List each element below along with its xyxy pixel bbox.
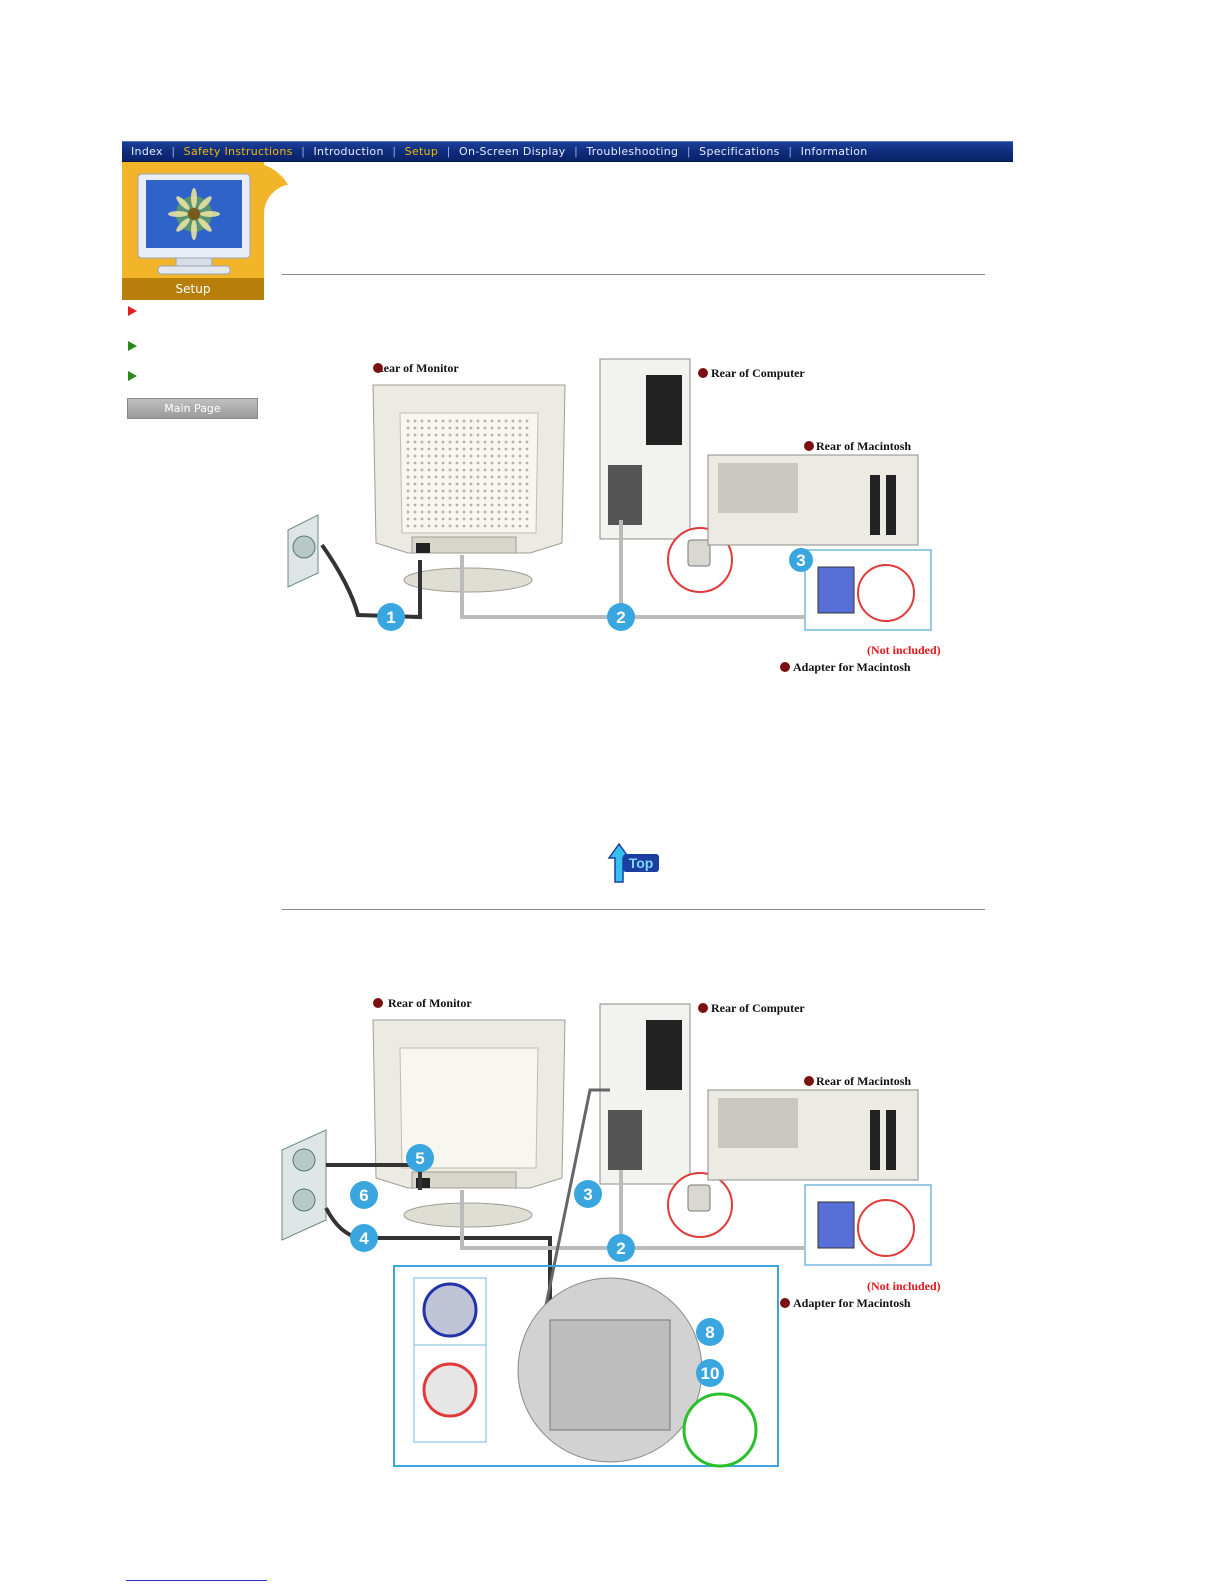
divider bbox=[282, 274, 985, 275]
nav-item-troubleshooting[interactable]: Troubleshooting bbox=[586, 145, 679, 158]
callout-5: 5 bbox=[415, 1149, 424, 1168]
nav-item-safety-instructions[interactable]: Safety Instructions bbox=[183, 145, 293, 158]
macintosh-rear-icon bbox=[707, 454, 932, 631]
nav-item-on-screen-display[interactable]: On-Screen Display bbox=[458, 145, 566, 158]
nav-item-introduction[interactable]: Introduction bbox=[313, 145, 384, 158]
label-rear-monitor: Rear of Monitor bbox=[388, 996, 472, 1010]
monitor-rear-icon bbox=[372, 1019, 566, 1228]
nav-separator: | bbox=[574, 145, 578, 158]
label-rear-monitor: Rear of Monitor bbox=[375, 361, 459, 375]
label-rear-mac: Rear of Macintosh bbox=[816, 1074, 911, 1088]
nav-separator: | bbox=[171, 145, 175, 158]
connection-diagram-1: Rear of Monitor Rear of Computer Rear of… bbox=[287, 358, 941, 674]
arrow-right-icon bbox=[128, 341, 137, 351]
callout-6: 6 bbox=[359, 1186, 368, 1205]
monitor-thumbnail-image bbox=[137, 173, 251, 275]
nav-item-setup[interactable]: Setup bbox=[404, 145, 439, 158]
computer-rear-icon bbox=[599, 358, 733, 593]
callout-2: 2 bbox=[616, 608, 625, 627]
nav-item-information[interactable]: Information bbox=[800, 145, 868, 158]
main-page-button[interactable]: Main Page bbox=[127, 398, 258, 419]
label-adapter-mac: Adapter for Macintosh bbox=[793, 660, 911, 674]
macintosh-rear-icon bbox=[707, 1089, 932, 1266]
nav-separator: | bbox=[687, 145, 691, 158]
label-rear-mac: Rear of Macintosh bbox=[816, 439, 911, 453]
label-rear-computer: Rear of Computer bbox=[711, 366, 805, 380]
arrow-right-icon bbox=[128, 371, 137, 381]
callout-3: 3 bbox=[583, 1185, 592, 1204]
label-not-included: (Not included) bbox=[867, 1279, 941, 1293]
monitor-rear-icon bbox=[372, 384, 566, 593]
nav-item-index[interactable]: Index bbox=[131, 145, 163, 158]
nav-separator: | bbox=[392, 145, 396, 158]
section-label: Setup bbox=[122, 278, 264, 300]
label-not-included: (Not included) bbox=[867, 643, 941, 657]
arrow-right-icon bbox=[128, 306, 137, 316]
callout-10: 10 bbox=[701, 1364, 720, 1383]
top-button-label: Top bbox=[629, 855, 654, 871]
callout-8: 8 bbox=[705, 1323, 714, 1342]
top-nav-bar: Index | Safety Instructions | Introduction | S… bbox=[122, 141, 1013, 162]
nav-separator: | bbox=[447, 145, 450, 158]
callout-1: 1 bbox=[386, 608, 395, 627]
label-rear-computer: Rear of Computer bbox=[711, 1001, 805, 1015]
divider bbox=[282, 909, 985, 910]
computer-rear-icon bbox=[599, 1003, 733, 1238]
nav-separator: | bbox=[788, 145, 792, 158]
nav-item-specifications[interactable]: Specifications bbox=[699, 145, 780, 158]
sidebar-link-2[interactable] bbox=[128, 341, 258, 355]
bottom-link-underline[interactable] bbox=[126, 1580, 267, 1581]
label-adapter-mac: Adapter for Macintosh bbox=[793, 1296, 911, 1310]
callout-4: 4 bbox=[359, 1229, 369, 1248]
wall-outlet-icon bbox=[287, 514, 319, 588]
callout-3: 3 bbox=[796, 551, 805, 570]
sidebar-link-3[interactable] bbox=[128, 371, 258, 385]
connection-diagram-2: Rear of Monitor Rear of Computer Rear of… bbox=[281, 996, 941, 1468]
sidebar-link-1[interactable] bbox=[128, 306, 258, 320]
callout-2: 2 bbox=[616, 1239, 625, 1258]
nav-separator: | bbox=[301, 145, 305, 158]
wall-outlet-icon bbox=[281, 1129, 327, 1241]
top-button[interactable]: Top bbox=[607, 840, 661, 886]
